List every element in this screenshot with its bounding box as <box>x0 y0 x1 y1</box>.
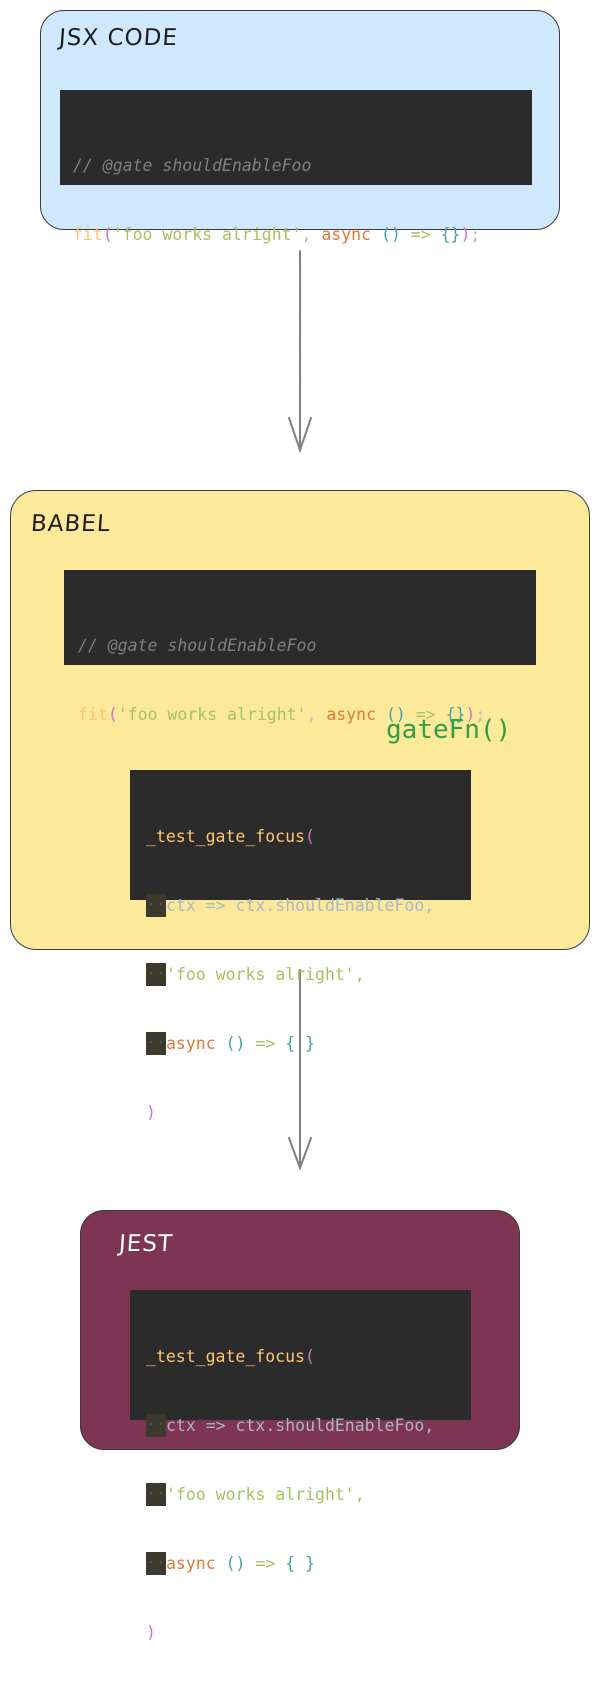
code-semicolon: ; <box>475 705 486 724</box>
code-line: ) <box>146 1621 471 1644</box>
code-comma: , <box>301 225 322 244</box>
code-line: _test_gate_focus( <box>146 825 471 848</box>
code-arrow-parens: () <box>385 705 406 724</box>
code-line: ) <box>146 1101 471 1124</box>
gatefn-annotation: gateFn() <box>386 715 512 745</box>
code-keyword: async <box>326 705 377 724</box>
code-keyword: async <box>321 225 372 244</box>
indent-guide <box>146 894 166 917</box>
jsx-code-title: JSX CODE <box>58 25 179 51</box>
code-comma: , <box>306 705 327 724</box>
code-paren: ( <box>304 1347 315 1366</box>
jsx-code-panel: JSX CODE // @gate shouldEnableFoo fit('f… <box>40 10 560 244</box>
code-arrow: => <box>405 705 446 724</box>
code-braces: {} <box>440 225 461 244</box>
code-line: fit('foo works alright', async () => {})… <box>73 223 532 246</box>
babel-title: BABEL <box>30 511 112 537</box>
indent-guide <box>146 1414 166 1437</box>
code-line: async () => { } <box>146 1552 471 1575</box>
code-arrow: => <box>400 225 441 244</box>
code-paren: ( <box>107 705 118 724</box>
jest-title: JEST <box>118 1231 174 1257</box>
code-paren: ( <box>102 225 113 244</box>
code-space <box>371 225 381 244</box>
code-line: // @gate shouldEnableFoo <box>78 634 536 657</box>
code-braces: { } <box>285 1034 316 1053</box>
code-function: _test_gate_focus <box>146 1347 305 1366</box>
code-string: 'foo works alright' <box>117 705 307 724</box>
code-line: async () => { } <box>146 1032 471 1055</box>
code-comment: // @gate shouldEnableFoo <box>73 156 312 175</box>
code-paren-close: ) <box>146 1103 156 1122</box>
indent-guide <box>146 963 166 986</box>
arrow-jsx-to-babel <box>288 250 312 454</box>
code-arrow: => <box>245 1034 286 1053</box>
babel-input-code-block: // @gate shouldEnableFoo fit('foo works … <box>64 570 536 724</box>
code-paren-close: ) <box>146 1623 156 1642</box>
code-function: fit <box>78 705 108 724</box>
code-braces: {} <box>445 705 466 724</box>
code-arrow-parens: () <box>380 225 401 244</box>
code-string: 'foo works alright' <box>112 225 302 244</box>
code-paren: ( <box>304 827 315 846</box>
code-arrow: => <box>245 1554 286 1573</box>
code-line: _test_gate_focus( <box>146 1345 471 1368</box>
code-braces: { } <box>285 1554 316 1573</box>
code-string: 'foo works alright', <box>166 965 365 984</box>
jest-panel: JEST _test_gate_focus( ctx => ctx.should… <box>80 1210 520 1642</box>
code-line: ctx => ctx.shouldEnableFoo, <box>146 1414 471 1437</box>
code-keyword: async <box>166 1554 216 1573</box>
code-paren-close: ) <box>460 225 471 244</box>
code-arrow-fn: ctx => ctx.shouldEnableFoo, <box>166 1416 435 1435</box>
code-arrow-fn: ctx => ctx.shouldEnableFoo, <box>166 896 435 915</box>
code-line: fit('foo works alright', async () => {})… <box>78 703 536 726</box>
code-comment: // @gate shouldEnableFoo <box>78 636 317 655</box>
code-string: 'foo works alright', <box>166 1485 365 1504</box>
code-line: 'foo works alright', <box>146 1483 471 1506</box>
code-function: fit <box>73 225 103 244</box>
arrow-babel-to-jest <box>288 969 312 1171</box>
indent-guide <box>146 1483 166 1506</box>
jsx-code-block: // @gate shouldEnableFoo fit('foo works … <box>60 90 532 244</box>
indent-guide <box>146 1552 166 1575</box>
code-semicolon: ; <box>470 225 481 244</box>
code-arrow-parens: () <box>215 1554 246 1573</box>
code-space <box>376 705 386 724</box>
code-line: 'foo works alright', <box>146 963 471 986</box>
indent-guide <box>146 1032 166 1055</box>
babel-output-code-block: _test_gate_focus( ctx => ctx.shouldEnabl… <box>130 770 471 1122</box>
code-paren-close: ) <box>465 705 476 724</box>
code-line: ctx => ctx.shouldEnableFoo, <box>146 894 471 917</box>
code-keyword: async <box>166 1034 216 1053</box>
jest-code-block: _test_gate_focus( ctx => ctx.shouldEnabl… <box>130 1290 471 1642</box>
code-arrow-parens: () <box>215 1034 246 1053</box>
code-function: _test_gate_focus <box>146 827 305 846</box>
babel-panel: BABEL // @gate shouldEnableFoo fit('foo … <box>10 490 590 1122</box>
code-line: // @gate shouldEnableFoo <box>73 154 532 177</box>
